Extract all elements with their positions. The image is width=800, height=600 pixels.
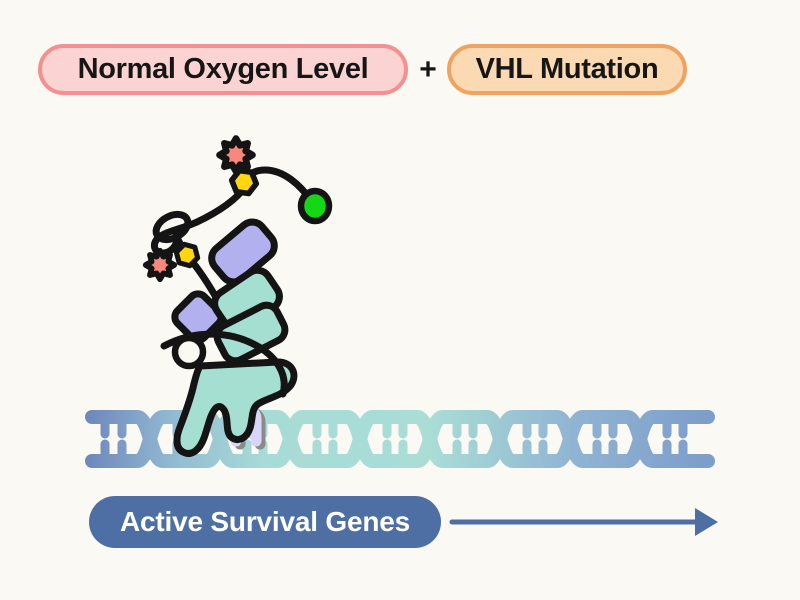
gene-activity-pill: Active Survival Genes — [89, 496, 441, 548]
gene-activity-pill-label: Active Survival Genes — [120, 506, 410, 537]
condition-pill-vhl-mutation: VHL Mutation — [447, 44, 687, 95]
protein-dna-binding-foot — [173, 358, 298, 457]
condition-pill-normal-oxygen: Normal Oxygen Level — [38, 44, 408, 95]
chain-ring-icon — [171, 334, 207, 370]
condition-pill-normal-oxygen-label: Normal Oxygen Level — [77, 53, 369, 85]
condition-pill-vhl-mutation-label: VHL Mutation — [475, 53, 659, 85]
protein-complex — [146, 139, 333, 457]
green-circle-icon — [297, 187, 333, 225]
activity-arrow — [449, 508, 718, 536]
arrow-head — [695, 508, 718, 536]
dna-strand-top — [85, 410, 715, 468]
star-burst-icon — [220, 139, 253, 172]
protein-domains-teal — [173, 266, 298, 457]
plus-operator: + — [419, 52, 437, 86]
dna-strand-bottom — [85, 410, 715, 468]
star-burst-icon — [146, 251, 175, 280]
chain-loop-icon — [152, 210, 192, 244]
